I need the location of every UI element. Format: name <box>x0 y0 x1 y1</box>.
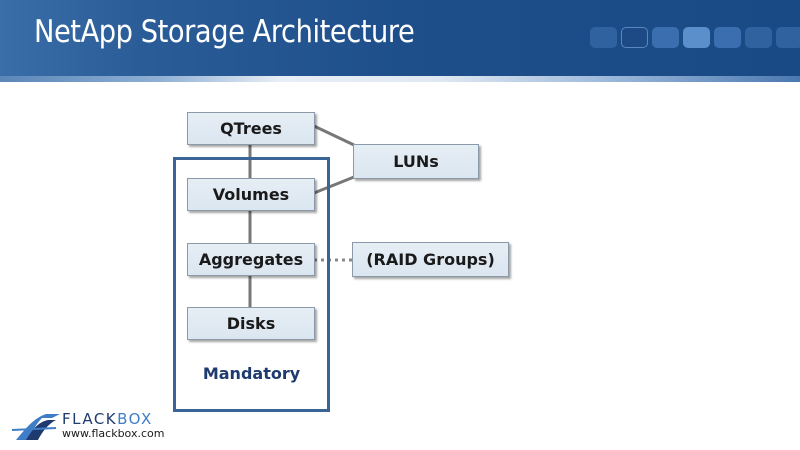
brand-accent: BOX <box>117 410 153 428</box>
title-banner: NetApp Storage Architecture <box>0 0 800 82</box>
decor-square <box>683 27 710 48</box>
flackbox-logo-icon <box>12 414 60 440</box>
node-qtrees-label: QTrees <box>220 119 282 138</box>
decor-square <box>776 27 800 48</box>
decorative-squares <box>590 27 800 48</box>
flackbox-brand: FLACKBOX <box>62 410 153 428</box>
node-aggregates-label: Aggregates <box>198 250 304 269</box>
node-luns-label: LUNs <box>393 152 439 171</box>
mandatory-group-frame <box>173 157 330 412</box>
edge-volumes-luns <box>313 175 355 195</box>
decor-square <box>714 27 741 48</box>
node-luns: LUNs <box>353 144 479 179</box>
node-raid-groups: (RAID Groups) <box>352 242 509 277</box>
node-disks-label: Disks <box>226 314 276 333</box>
decor-square <box>652 27 679 48</box>
node-volumes: Volumes <box>187 178 315 211</box>
mandatory-label: Mandatory <box>202 364 301 383</box>
node-volumes-label: Volumes <box>212 185 290 204</box>
decor-square <box>621 27 648 48</box>
decor-square <box>590 27 617 48</box>
node-disks: Disks <box>187 307 315 340</box>
flackbox-url: www.flackbox.com <box>62 427 165 440</box>
brand-main: FLACK <box>62 410 118 428</box>
edge-qtrees-luns <box>313 124 355 147</box>
slide-title: NetApp Storage Architecture <box>34 14 415 50</box>
node-raid-groups-label: (RAID Groups) <box>366 250 495 269</box>
decor-square <box>745 27 772 48</box>
node-aggregates: Aggregates <box>187 243 315 276</box>
node-qtrees: QTrees <box>187 112 315 145</box>
